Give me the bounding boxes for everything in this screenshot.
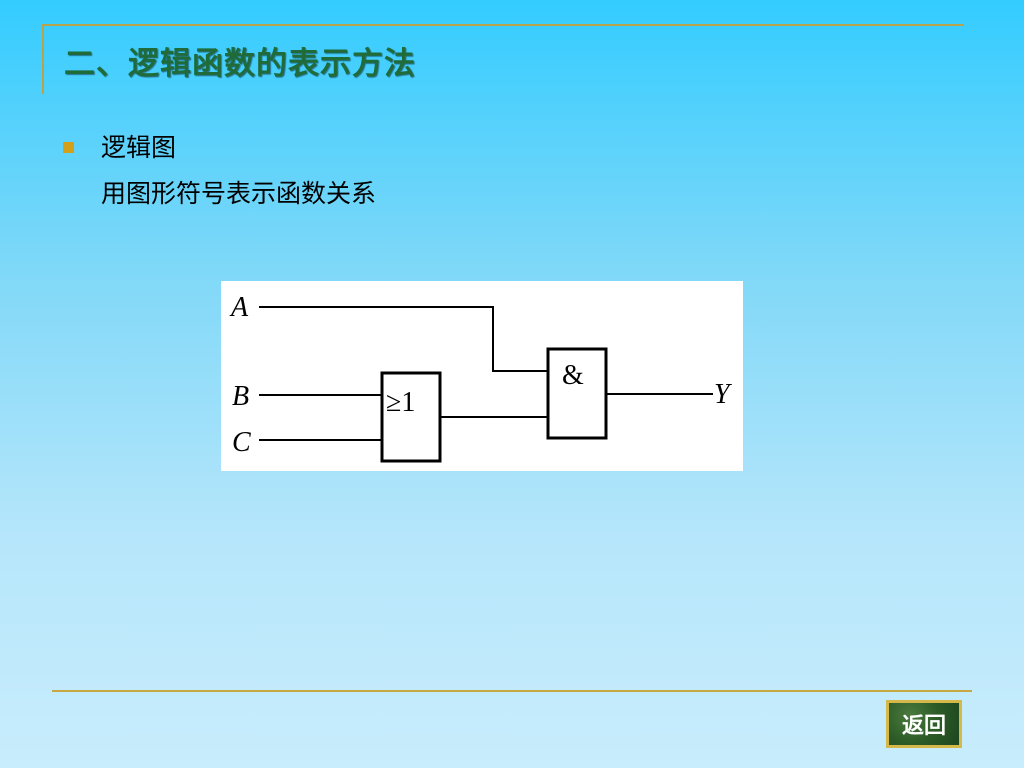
and-gate-label: & xyxy=(562,360,584,391)
back-button[interactable]: 返回 xyxy=(886,700,962,748)
and-gate xyxy=(546,347,608,440)
input-c-label: C xyxy=(232,427,251,458)
output-y-label: Y xyxy=(714,379,733,410)
bullet-text: 逻辑图 xyxy=(101,133,177,162)
wire-a xyxy=(259,306,548,372)
or-gate-label: ≥1 xyxy=(386,387,415,418)
input-b-label: B xyxy=(232,381,249,412)
or-gate xyxy=(380,371,442,463)
logic-diagram-svg: A B C Y ≥1 & xyxy=(229,292,733,463)
logic-diagram: A B C Y ≥1 & xyxy=(221,281,743,471)
bullet-subtext: 用图形符号表示函数关系 xyxy=(101,179,377,208)
bullet-square-icon xyxy=(63,142,74,153)
footer-divider xyxy=(52,690,972,692)
input-a-label: A xyxy=(229,292,249,323)
slide-title: 二、逻辑函数的表示方法 xyxy=(64,46,416,82)
title-frame-left xyxy=(42,24,44,94)
title-frame-top xyxy=(42,24,964,26)
